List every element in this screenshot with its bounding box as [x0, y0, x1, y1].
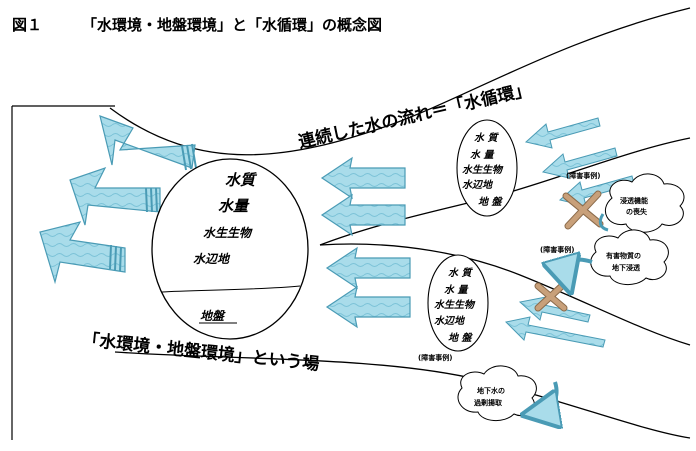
small-arrow-lower-2	[504, 316, 606, 348]
hook-arrow-infiltration	[598, 213, 609, 232]
upper-channel-top	[109, 7, 691, 156]
upper-ellipse	[456, 119, 518, 217]
cloud-groundwater-line-2: 過剰揚取	[473, 398, 503, 407]
ellipse-divider	[161, 285, 301, 293]
lower-ellipse	[427, 254, 489, 352]
upper-item-3: 水生生物	[462, 164, 504, 176]
environment-ellipse	[151, 158, 309, 340]
big-item-ground: 地盤	[200, 309, 226, 323]
small-arrow-upper-1	[524, 117, 601, 149]
upper-item-1: 水 質	[474, 132, 499, 144]
cloud-infiltration-line-1: 浸透機能	[620, 196, 648, 205]
cloud-pollutant-line-1: 有害物質の	[606, 251, 641, 260]
lower-channel-bottom	[114, 351, 691, 439]
inflow-arrow-upper-2	[320, 193, 406, 237]
lower-channel-top	[319, 243, 691, 346]
lower-item-5: 地 盤	[448, 332, 473, 344]
big-item-water-quality: 水質	[225, 171, 258, 189]
lower-item-3: 水生生物	[434, 299, 476, 311]
obstacle-label-bottom: (障害事例)	[418, 353, 452, 362]
cloud-pollutant-line-2: 地下浸透	[612, 263, 640, 272]
lower-item-2: 水 量	[444, 284, 469, 296]
cloud-pollutant: 有害物質の 地下浸透	[590, 229, 669, 285]
obstacle-label-middle: (障害事例)	[540, 245, 574, 254]
cloud-infiltration: 浸透機能 の喪失	[605, 173, 685, 233]
environment-field-label: 「水環境・地盤環境」という場	[81, 329, 320, 375]
figure-label: 図１	[12, 16, 42, 34]
cross-icon-upper	[562, 190, 604, 230]
obstacle-label-top: (障害事例)	[566, 171, 600, 180]
figure-title: 「水環境・地盤環境」と「水循環」の概念図	[82, 16, 382, 34]
lower-item-4: 水辺地	[434, 315, 466, 327]
big-item-waterside: 水辺地	[193, 252, 231, 266]
hook-arrow-groundwater	[540, 381, 557, 412]
outflow-arrow-3	[39, 221, 126, 285]
small-arrow-upper-2	[541, 147, 618, 179]
upper-item-4: 水辺地	[462, 179, 494, 191]
upper-item-5: 地 盤	[478, 196, 503, 208]
outflow-arrow-2	[69, 166, 161, 226]
upper-item-2: 水 量	[470, 149, 495, 161]
cloud-groundwater-line-1: 地下水の	[477, 386, 505, 395]
big-item-aquatic-life: 水生生物	[203, 226, 253, 240]
outflow-arrow-1	[99, 115, 197, 171]
inflow-arrow-lower-1	[325, 246, 411, 290]
cloud-groundwater: 地下水の 過剰揚取	[457, 365, 537, 421]
big-item-water-quantity: 水量	[218, 197, 250, 215]
inflow-arrow-lower-2	[325, 285, 411, 329]
inflow-arrow-upper-1	[320, 156, 406, 200]
lower-item-1: 水 質	[448, 267, 473, 279]
hook-arrow-pollutant	[565, 260, 593, 276]
cloud-infiltration-line-2: の喪失	[626, 207, 648, 216]
